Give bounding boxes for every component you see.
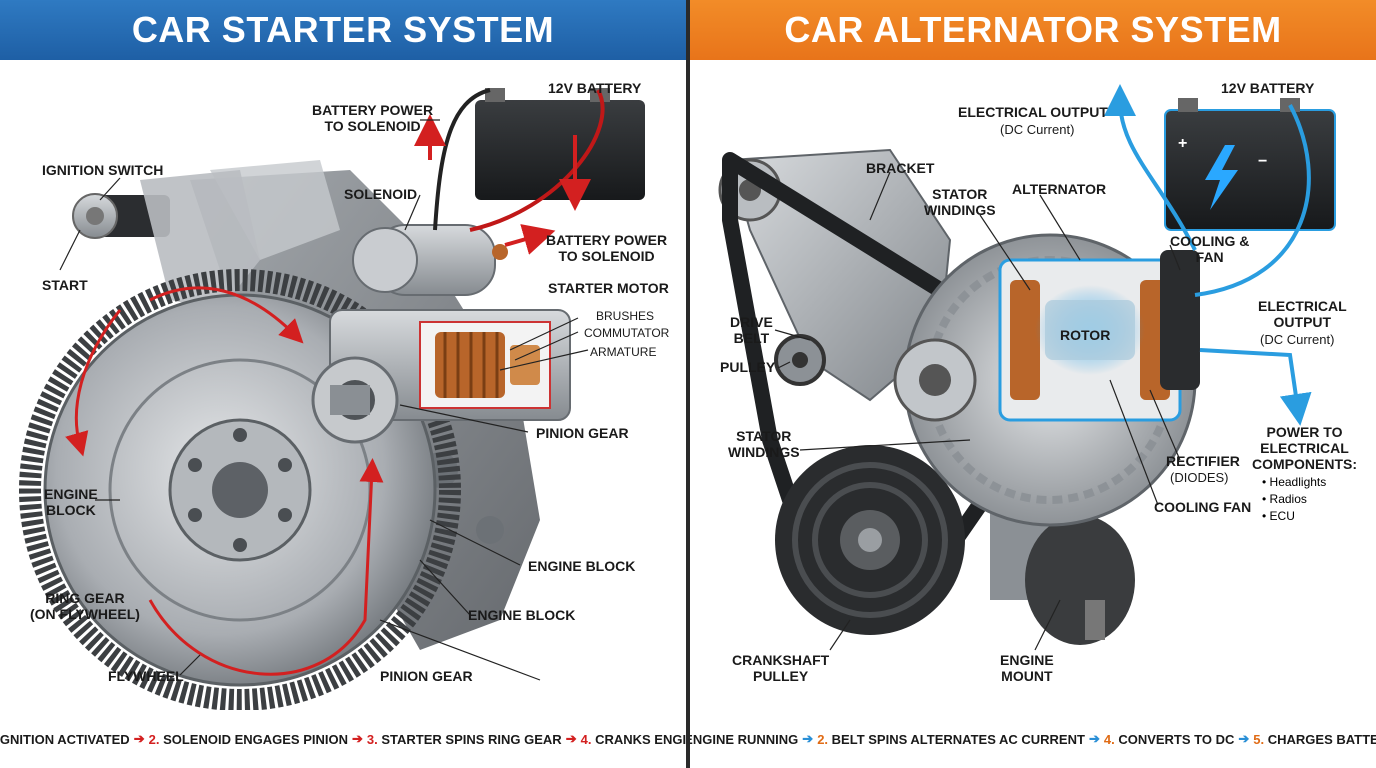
label-commutator: COMMUTATOR xyxy=(584,326,670,340)
label-start: START xyxy=(42,277,88,293)
label-engine-mount: ENGINE MOUNT xyxy=(1000,652,1054,684)
arrow-right-icon: ➔ xyxy=(351,731,363,746)
label-stator-windings-2: STATOR WINDINGS xyxy=(728,428,800,460)
component-list: Headlights Radios ECU xyxy=(1262,474,1327,525)
label-12v-battery: 12V BATTERY xyxy=(548,80,642,96)
battery-shape-right xyxy=(1164,98,1336,231)
arrow-right-icon: ➔ xyxy=(802,731,814,746)
label-engine-block-mid: ENGINE BLOCK xyxy=(528,558,636,574)
lightning-bolt-icon xyxy=(1205,145,1238,210)
label-rectifier: RECTIFIER xyxy=(1166,453,1240,469)
label-pulley: PULLEY xyxy=(720,359,776,375)
alternator-shape xyxy=(893,233,1200,527)
step-5: 5. CHARGES BATTERY xyxy=(1253,731,1376,747)
label-ignition-switch: IGNITION SWITCH xyxy=(42,162,164,178)
alternator-steps: 1. ENGINE RUNNING ➔ 2. BELT SPINS ALTERN… xyxy=(690,710,1376,768)
arrow-right-icon: ➔ xyxy=(565,731,577,746)
step-3: 3. STARTER SPINS RING GEAR xyxy=(366,731,562,747)
step-4: 4. CONVERTS TO DC xyxy=(1103,731,1235,747)
label-engine-block-low: ENGINE BLOCK xyxy=(468,607,576,623)
label-stator-windings: STATOR WINDINGS xyxy=(924,186,996,218)
alternator-illustration: 12V BATTERY ELECTRICAL OUTPUT (DC Curren… xyxy=(690,60,1376,710)
starter-illustration: 12V BATTERY BATTERY POWER TO SOLENOID IG… xyxy=(0,60,686,711)
arrow-right-icon: ➔ xyxy=(1088,731,1100,746)
leader-lines-right xyxy=(774,171,1181,651)
step-4: 4. CRANKS ENGINE xyxy=(580,731,686,747)
label-dc-current: (DC Current) xyxy=(1000,122,1075,137)
label-dc-current-2: (DC Current) xyxy=(1260,332,1335,347)
list-item: Headlights xyxy=(1262,474,1327,491)
label-solenoid: SOLENOID xyxy=(344,186,418,202)
label-flywheel: FLYWHEEL xyxy=(108,668,184,684)
label-drive-belt: DRIVE BELT xyxy=(730,314,773,346)
label-rotor: ROTOR xyxy=(1060,327,1111,343)
rotation-arrow-icon xyxy=(65,309,122,457)
label-electrical-output-2: ELECTRICAL OUTPUT xyxy=(1258,298,1347,330)
label-power-to-electrical-components: POWER TO ELECTRICAL COMPONENTS: xyxy=(1252,424,1357,472)
alternator-diagram-svg xyxy=(718,84,1336,651)
label-ring-gear: RING GEAR (ON FLYWHEEL) xyxy=(30,590,140,622)
arrow-right-icon: ➔ xyxy=(133,731,145,746)
arrow-right-icon: ➔ xyxy=(1238,731,1250,746)
label-pinion-gear: PINION GEAR xyxy=(536,425,629,441)
label-cooling-and-fan: COOLING & FAN xyxy=(1170,233,1250,265)
starter-diagram-svg xyxy=(19,88,645,711)
battery-cable-black xyxy=(433,88,491,231)
step-2: 2. BELT SPINS ALTERNATES AC CURRENT xyxy=(817,731,1085,747)
battery-plus-sign: + xyxy=(1178,135,1188,152)
label-battery-power-to-solenoid-2: BATTERY POWER TO SOLENOID xyxy=(546,232,668,264)
label-alternator: ALTERNATOR xyxy=(1012,181,1107,197)
starter-panel: CAR STARTER SYSTEM xyxy=(0,0,686,768)
step-1: 1. IGNITION ACTIVATED xyxy=(0,731,130,747)
step-2: 2. SOLENOID ENGAGES PINION xyxy=(148,731,348,747)
battery-cable-blue xyxy=(1194,104,1311,297)
list-item: Radios xyxy=(1262,491,1326,508)
label-cooling-fan: COOLING FAN xyxy=(1154,499,1252,515)
list-item: ECU xyxy=(1262,508,1326,525)
panel-divider xyxy=(686,0,690,768)
label-engine-block-left: ENGINE BLOCK xyxy=(44,486,98,518)
power-arrow-icon xyxy=(504,224,556,255)
battery-minus-sign: − xyxy=(1258,153,1268,170)
rotation-arrow-icon xyxy=(149,286,304,344)
solenoid-shape xyxy=(352,224,508,296)
armature-shape xyxy=(435,332,540,398)
starter-steps: 1. IGNITION ACTIVATED ➔ 2. SOLENOID ENGA… xyxy=(0,710,686,768)
label-armature: ARMATURE xyxy=(590,345,657,359)
label-pinion-gear-2: PINION GEAR xyxy=(380,668,473,684)
label-bracket: BRACKET xyxy=(866,160,935,176)
crankshaft-pulley-shape xyxy=(775,445,965,635)
leader-lines-left xyxy=(59,119,589,681)
pulley-shape xyxy=(774,334,826,386)
flow-arrow-icon xyxy=(1104,84,1197,251)
step-1: 1. ENGINE RUNNING xyxy=(690,731,799,747)
label-starter-motor: STARTER MOTOR xyxy=(548,280,669,296)
label-crankshaft-pulley: CRANKSHAFT PULLEY xyxy=(732,652,830,684)
label-12v-battery-right: 12V BATTERY xyxy=(1221,80,1315,96)
label-electrical-output: ELECTRICAL OUTPUT xyxy=(958,104,1108,120)
starter-motor-shape xyxy=(311,309,571,444)
label-diodes: (DIODES) xyxy=(1170,470,1229,485)
label-battery-power-to-solenoid: BATTERY POWER TO SOLENOID xyxy=(312,102,434,134)
flow-arrow-icon xyxy=(1199,348,1312,426)
alternator-title: CAR ALTERNATOR SYSTEM xyxy=(690,0,1376,60)
alternator-panel: CAR ALTERNATOR SYSTEM xyxy=(690,0,1376,768)
rotation-arrow-icon xyxy=(148,458,384,676)
label-brushes: BRUSHES xyxy=(596,309,655,323)
starter-title: CAR STARTER SYSTEM xyxy=(0,0,686,60)
